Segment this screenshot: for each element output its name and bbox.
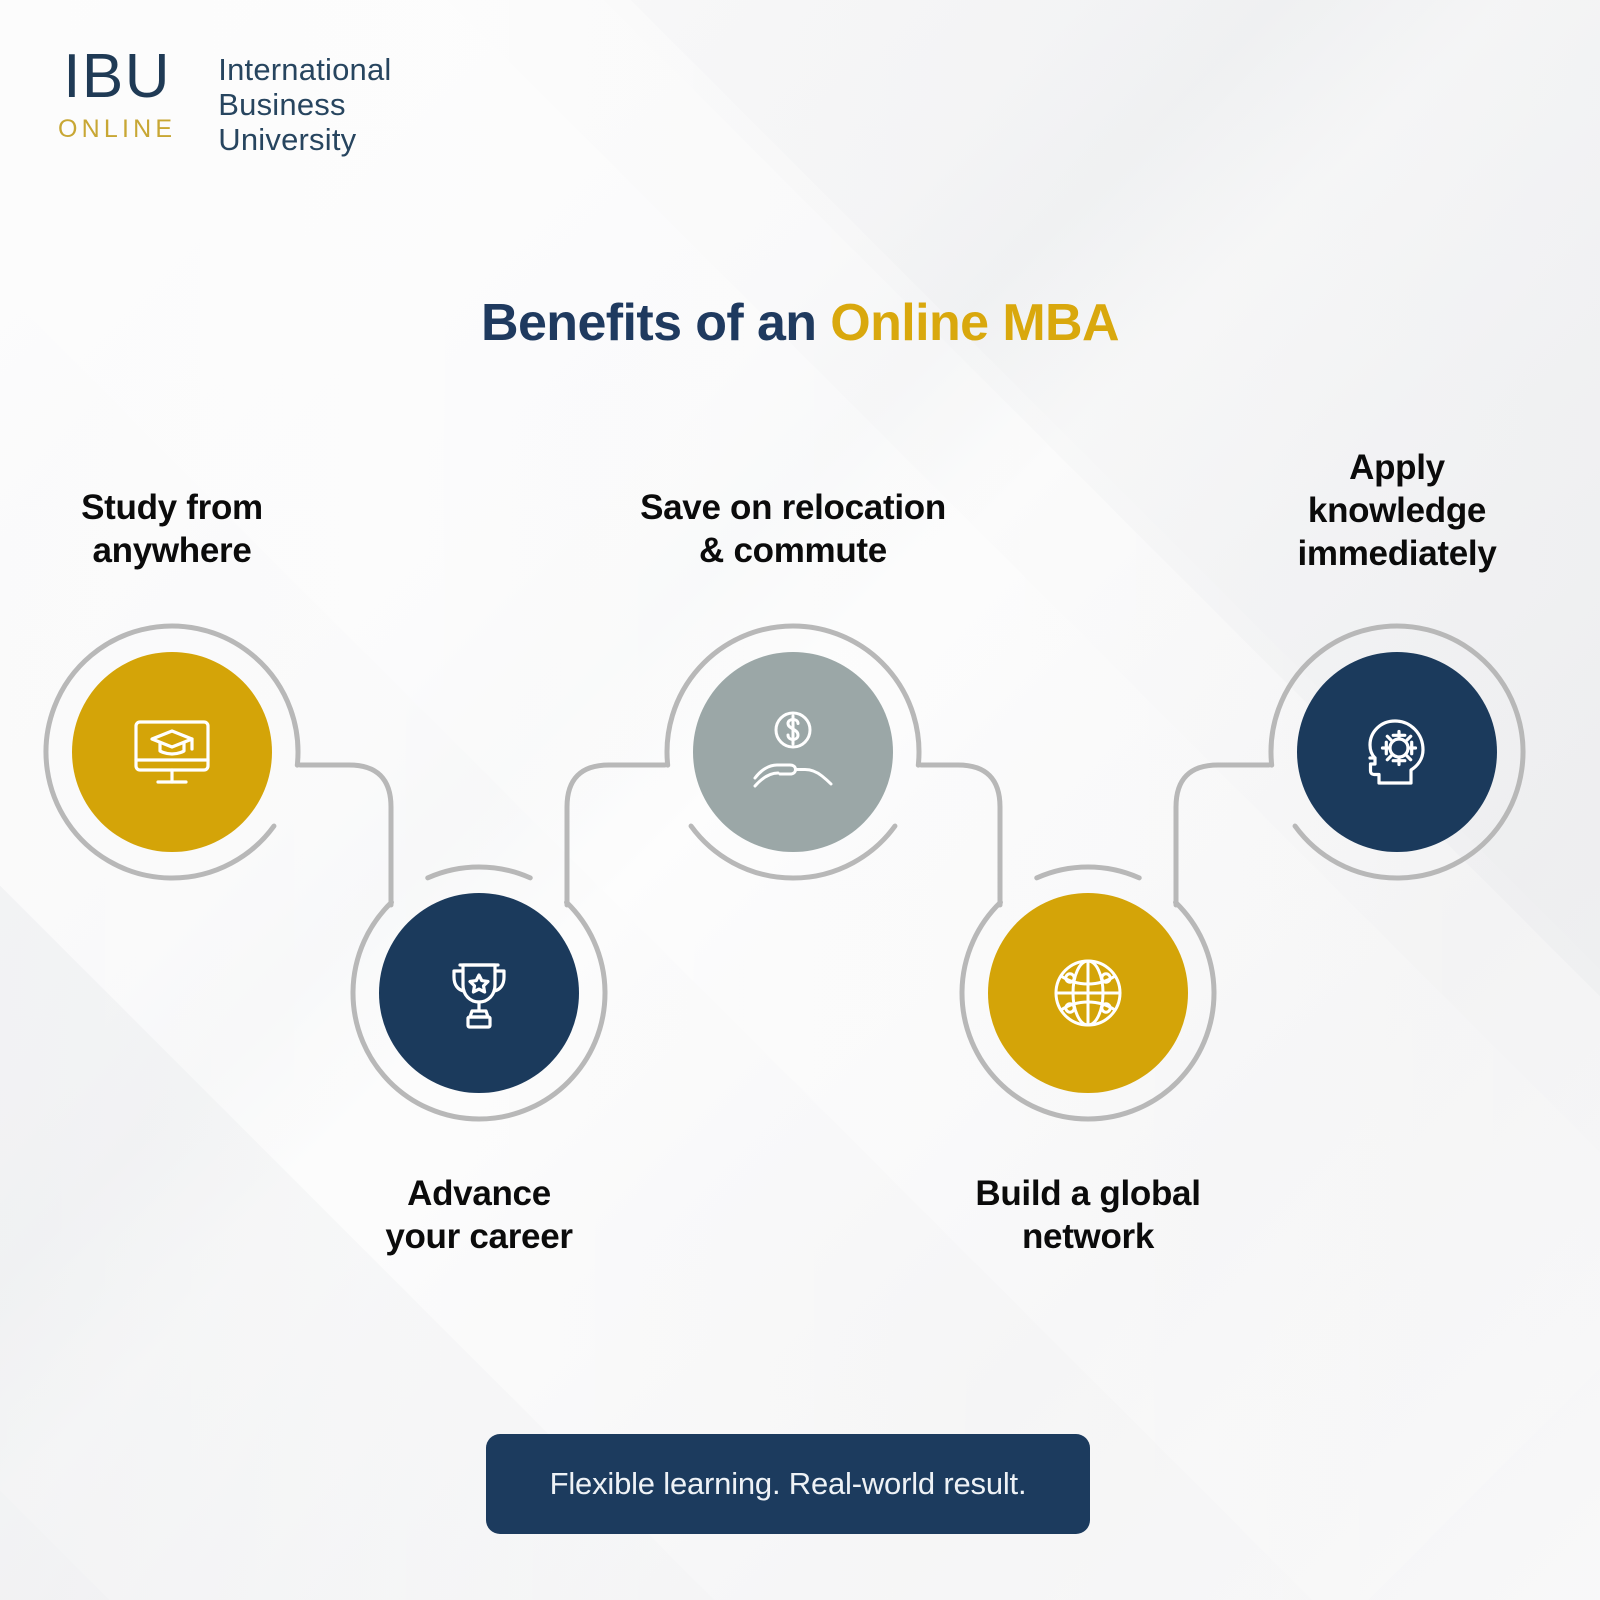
connector-save-to-build (918, 762, 1003, 908)
benefit-node-disc (379, 893, 579, 1093)
benefit-label-build-a-global-network: Build a global network (878, 1172, 1298, 1258)
page-title-part-primary: Benefits of an (481, 293, 831, 352)
benefit-node-build-a-global-network (959, 864, 1217, 1122)
connector-build-to-apply (1173, 762, 1272, 908)
benefit-label-line: Apply (1349, 448, 1445, 487)
benefit-label-line: & commute (699, 531, 887, 570)
logo-mark-online: ONLINE (58, 115, 177, 143)
benefit-label-study-from-anywhere: Study from anywhere (0, 486, 382, 572)
monitor-graduation-cap-icon (124, 704, 220, 800)
tagline-banner: Flexible learning. Real-world result. (486, 1434, 1090, 1534)
benefit-node-study-from-anywhere (43, 623, 301, 881)
hand-holding-coin-icon (743, 702, 843, 802)
globe-network-icon (1040, 945, 1136, 1041)
benefit-label-line: immediately (1297, 534, 1497, 573)
logo-mark-group: IBU ONLINE (58, 46, 176, 144)
benefit-node-disc (1297, 652, 1497, 852)
connector-study-to-advance (297, 762, 394, 908)
benefit-node-disc (988, 893, 1188, 1093)
logo-wordmark-line-3: University (218, 122, 357, 157)
benefit-label-line: Build a global (975, 1174, 1201, 1213)
benefit-label-line: Save on relocation (640, 488, 946, 527)
benefit-label-advance-your-career: Advance your career (269, 1172, 689, 1258)
benefit-node-disc (693, 652, 893, 852)
ring-arc-study-from-anywhere (43, 623, 301, 881)
logo-wordmark-line-2: Business (218, 87, 346, 122)
brand-logo: IBU ONLINE International Business Univer… (58, 46, 392, 158)
logo-wordmark-line-1: International (218, 52, 392, 87)
benefit-label-line: network (1021, 1217, 1155, 1256)
benefit-label-line: Study from (81, 488, 263, 527)
page-title-part-accent: Online MBA (830, 293, 1119, 352)
benefit-node-disc (72, 652, 272, 852)
trophy-star-icon (431, 945, 527, 1041)
tagline-text: Flexible learning. Real-world result. (549, 1466, 1027, 1501)
benefit-label-line: your career (385, 1217, 573, 1256)
head-gear-icon (1349, 704, 1445, 800)
ring-arc-build-a-global-network-b (1034, 864, 1142, 881)
logo-mark-ibu: IBU (63, 42, 172, 111)
benefit-label-line: anywhere (92, 531, 252, 570)
benefit-label-line: knowledge (1307, 491, 1487, 530)
connector-advance-to-save (564, 762, 668, 908)
ring-arc-apply-knowledge (1268, 623, 1526, 881)
benefit-label-save-on-relocation-commute: Save on relocation & commute (583, 486, 1003, 572)
benefit-node-advance-your-career (350, 864, 608, 1122)
ring-arc-advance-your-career-b (425, 864, 533, 881)
ring-arc-build-a-global-network-a (959, 899, 1217, 1122)
logo-wordmark: International Business University (218, 46, 391, 157)
benefit-node-save-on-relocation-commute (664, 623, 922, 881)
benefit-label-line: Advance (407, 1174, 551, 1213)
ring-arc-save-on-relocation-b (664, 623, 922, 768)
benefit-label-apply-knowledge-immediately: Apply knowledge immediately (1187, 446, 1600, 575)
benefit-node-apply-knowledge-immediately (1268, 623, 1526, 881)
page-title: Benefits of an Online MBA (0, 293, 1600, 353)
ring-arc-advance-your-career-a (350, 899, 608, 1122)
ring-arc-save-on-relocation-a (688, 823, 898, 881)
